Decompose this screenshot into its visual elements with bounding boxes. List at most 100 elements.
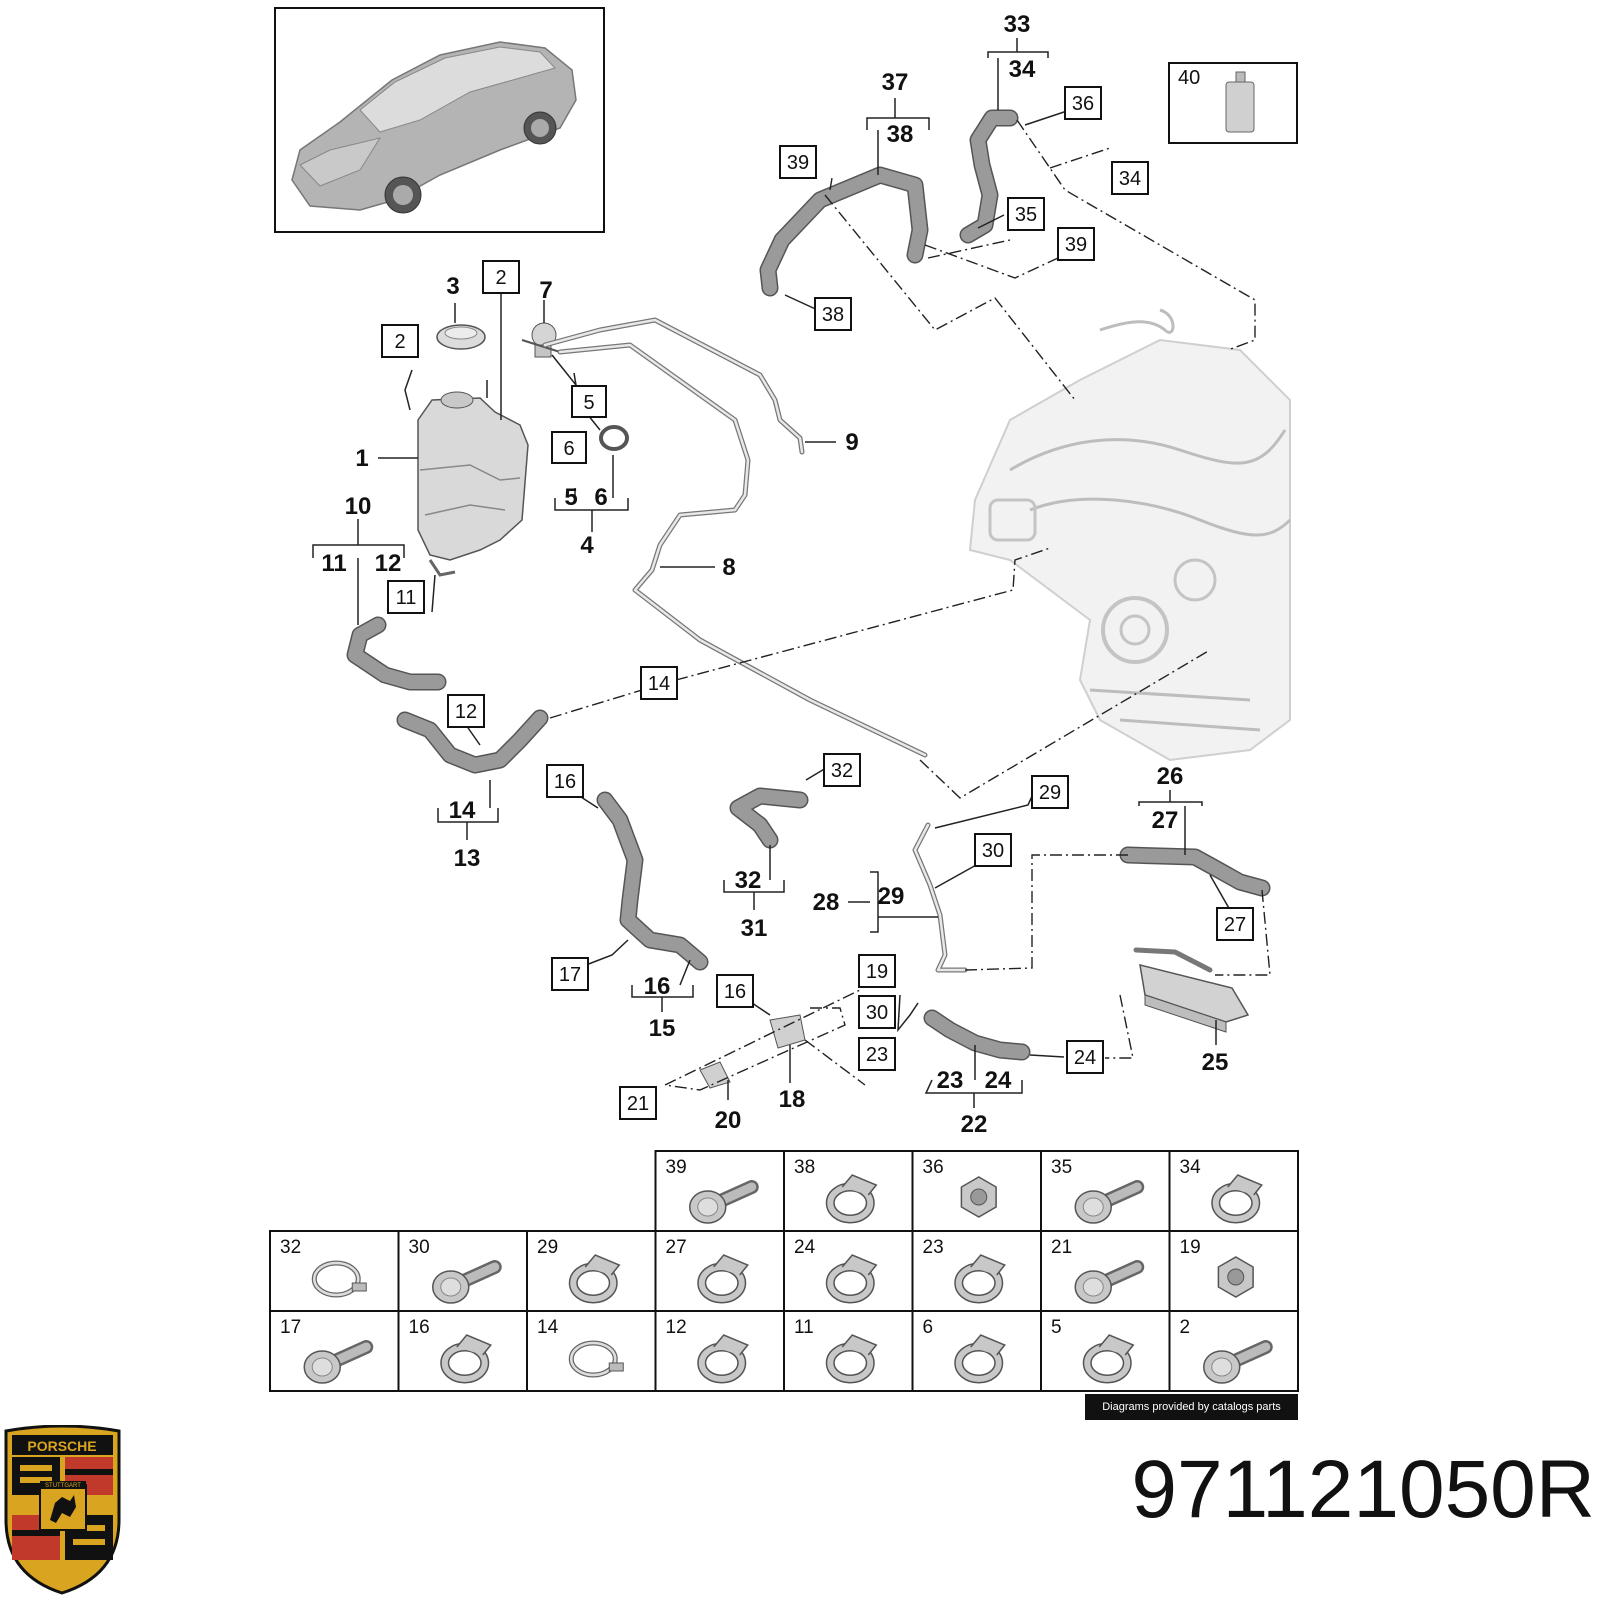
svg-text:16: 16 [554, 771, 576, 793]
svg-text:5: 5 [564, 484, 577, 511]
svg-text:6: 6 [563, 438, 574, 460]
hose-clamp-icon [440, 1334, 492, 1384]
worm-clamp-icon [568, 1340, 624, 1378]
svg-text:11: 11 [396, 587, 417, 609]
svg-text:32: 32 [735, 867, 762, 894]
coolant-reservoir [417, 391, 529, 577]
callout-box-35: 35 [1007, 197, 1045, 231]
callout-box-16a: 16 [546, 764, 584, 798]
vent-pipe-9 [542, 317, 805, 455]
hardware-number: 35 [1051, 1157, 1072, 1178]
hardware-number: 5 [1051, 1317, 1062, 1338]
coolant-hose-10 [346, 616, 447, 691]
svg-text:33: 33 [1004, 11, 1031, 38]
hardware-cell-35: 35 [1051, 1157, 1145, 1224]
hardware-cell-12: 12 [666, 1317, 749, 1384]
svg-text:30: 30 [982, 840, 1004, 862]
hardware-number: 29 [537, 1237, 558, 1258]
coolant-hose-31 [729, 787, 809, 849]
callout-box-30b: 30 [858, 995, 896, 1029]
svg-text:20: 20 [715, 1107, 742, 1134]
svg-text:3: 3 [446, 273, 459, 300]
svg-text:12: 12 [455, 701, 477, 723]
svg-text:31: 31 [741, 915, 768, 942]
vent-pipe-8 [557, 342, 928, 758]
logo-city-text: STUTTGART [45, 1483, 81, 1489]
hardware-number: 24 [794, 1237, 816, 1258]
hardware-cell-32: 32 [280, 1237, 367, 1298]
engine-block [968, 308, 1292, 762]
callout-box-12: 12 [447, 694, 485, 728]
hardware-cell-36: 36 [923, 1157, 997, 1218]
svg-text:35: 35 [1015, 204, 1037, 226]
svg-text:34: 34 [1119, 168, 1141, 190]
hardware-number: 30 [409, 1237, 430, 1258]
hardware-number: 32 [280, 1237, 301, 1258]
credit-banner: Diagrams provided by catalogs parts [1085, 1394, 1298, 1420]
bolt-icon [689, 1180, 759, 1224]
hardware-cell-30: 30 [409, 1237, 502, 1304]
svg-text:11: 11 [321, 550, 346, 577]
svg-text:8: 8 [722, 554, 735, 581]
hardware-number: 12 [666, 1317, 687, 1338]
svg-text:6: 6 [594, 484, 607, 511]
svg-text:26: 26 [1157, 763, 1184, 790]
svg-text:17: 17 [559, 964, 581, 986]
callout-40: 40 [1178, 67, 1200, 89]
svg-text:10: 10 [345, 493, 372, 520]
oil-bottle-panel [1168, 62, 1298, 144]
hardware-number: 17 [280, 1317, 301, 1338]
hardware-cell-16: 16 [409, 1317, 492, 1384]
svg-text:24: 24 [985, 1067, 1012, 1094]
hardware-cell-34: 34 [1180, 1157, 1263, 1224]
svg-text:39: 39 [787, 152, 809, 174]
hose-clamp-icon [1211, 1174, 1263, 1224]
logo-brand-text: PORSCHE [27, 1438, 96, 1454]
hardware-cell-23: 23 [923, 1237, 1006, 1304]
bolt-icon [303, 1340, 374, 1384]
hardware-number: 39 [666, 1157, 687, 1178]
svg-text:5: 5 [583, 392, 594, 414]
callout-box-19: 19 [858, 954, 896, 988]
svg-text:34: 34 [1009, 56, 1036, 83]
svg-text:36: 36 [1072, 93, 1094, 115]
svg-text:21: 21 [627, 1093, 649, 1115]
hose-clamp-icon [954, 1334, 1006, 1384]
callout-box-36: 36 [1064, 86, 1102, 120]
svg-text:7: 7 [539, 277, 552, 304]
hardware-number: 2 [1180, 1317, 1191, 1338]
hose-clamp-icon [954, 1254, 1006, 1304]
svg-text:30: 30 [866, 1002, 888, 1024]
svg-text:2: 2 [394, 331, 405, 353]
callout-box-2b: 2 [482, 260, 520, 294]
callout-box-11: 11 [387, 580, 425, 614]
svg-text:37: 37 [882, 69, 909, 96]
callout-box-29: 29 [1031, 775, 1069, 809]
svg-text:25: 25 [1202, 1049, 1229, 1076]
connection-lines [549, 119, 1271, 1091]
hardware-number: 6 [923, 1317, 934, 1338]
callout-box-24: 24 [1066, 1040, 1104, 1074]
svg-text:16: 16 [644, 973, 671, 1000]
oil-cooler [1133, 947, 1250, 1033]
hose-clamp-icon [825, 1334, 878, 1384]
svg-text:32: 32 [831, 760, 853, 782]
worm-clamp-icon [311, 1260, 367, 1298]
bolt-icon [432, 1260, 502, 1304]
svg-text:23: 23 [937, 1067, 964, 1094]
leader-lines [312, 38, 1245, 1108]
hose-clamp-icon [1082, 1334, 1135, 1384]
callout-box-32: 32 [823, 753, 861, 787]
hose-clamp-icon [825, 1254, 878, 1304]
hardware-number: 36 [923, 1157, 944, 1178]
hardware-number: 21 [1051, 1237, 1072, 1258]
callout-box-14: 14 [640, 666, 678, 700]
svg-text:27: 27 [1224, 914, 1246, 936]
svg-text:24: 24 [1074, 1047, 1096, 1069]
hardware-cell-5: 5 [1051, 1317, 1135, 1384]
svg-text:1: 1 [355, 445, 368, 472]
coolant-hose-33 [959, 109, 1019, 244]
svg-text:15: 15 [649, 1015, 676, 1042]
callout-box-5: 5 [571, 385, 607, 418]
coolant-hose-13 [396, 709, 549, 774]
